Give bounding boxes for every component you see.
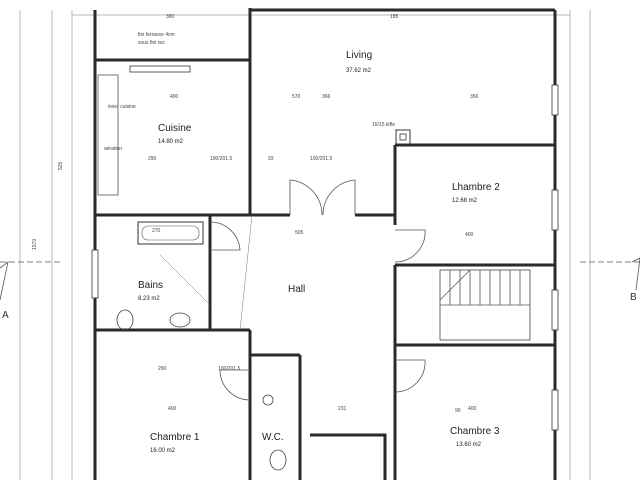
dim-400-ch1: 400 [168, 406, 177, 412]
door-chambre3 [394, 359, 426, 393]
dim-525: 525 [58, 161, 64, 170]
living-area: 37.62 m2 [346, 68, 372, 74]
hall-name: Hall [288, 284, 305, 295]
dim-400-cuisine: 400 [170, 94, 179, 100]
dim-505: 505 [295, 230, 304, 236]
section-arrow-left [0, 261, 9, 301]
dim-356: 356 [470, 94, 479, 100]
dim-1570: 1570 [32, 239, 38, 250]
window-cuisine [129, 65, 191, 73]
staircase [439, 269, 531, 341]
bains-sink [169, 312, 191, 328]
note-chauffe: 15/15 kiffe [372, 122, 395, 128]
bains-toilet [116, 309, 134, 331]
dim-400-ch2: 400 [465, 232, 474, 238]
living-name: Living [346, 50, 372, 61]
bains-area: 8.23 m2 [138, 296, 160, 302]
door-chambre2 [394, 229, 426, 263]
bains-name: Bains [138, 280, 163, 291]
kitchen-counter [97, 74, 119, 196]
dim-233: 231 [338, 406, 347, 412]
window-living [551, 84, 559, 116]
note-evier: évier cuisine [108, 104, 136, 110]
dim-400-ch3: 400 [468, 406, 477, 412]
wc-name: W.C. [262, 432, 284, 443]
chimney-inner [399, 133, 407, 141]
door-living-right [322, 179, 356, 216]
section-mark-b: B [630, 292, 637, 303]
window-chambre2 [551, 189, 559, 231]
dim-366: 366 [322, 94, 331, 100]
window-chambre3 [551, 389, 559, 431]
wc-sink [262, 394, 274, 406]
bathtub [137, 221, 204, 245]
dim-390: 390 [166, 14, 175, 20]
window-bains [91, 249, 99, 299]
window-stair [551, 289, 559, 331]
bathtub-inner [141, 225, 200, 241]
construct-line-hall [239, 214, 253, 331]
note-terrace: fini ferrasse 4cm [138, 32, 175, 38]
dim-270: 270 [152, 228, 161, 234]
cuisine-name: Cuisine [158, 123, 192, 134]
dim-290-ch1: 290 [158, 366, 167, 372]
note-aeration: aération [104, 146, 122, 152]
wall-closet [310, 433, 387, 480]
note-terrace2: sous fini rez [138, 40, 165, 46]
chambre2-area: 12.68 m2 [452, 198, 478, 204]
chambre3-name: Chambre 3 [450, 426, 500, 437]
chambre3-area: 13.60 m2 [456, 442, 482, 448]
chimney [395, 129, 411, 145]
dim-570: 570 [292, 94, 301, 100]
dim-100-living: 100/201.5 [310, 156, 332, 162]
door-chambre1 [219, 369, 251, 401]
cuisine-area: 14.80 m2 [158, 139, 184, 145]
door-bains [209, 221, 241, 251]
door-living-left [289, 179, 323, 216]
chambre1-area: 16.00 m2 [150, 448, 176, 454]
dim-185: 185 [390, 14, 399, 20]
dim-290-cuisine: 290 [148, 156, 157, 162]
dim-100-kitchen: 100/201.5 [210, 156, 232, 162]
section-mark-a: A [2, 310, 9, 321]
dim-90: 90 [455, 408, 461, 414]
chambre1-name: Chambre 1 [150, 432, 200, 443]
section-arrow-right [631, 257, 640, 291]
dim-100-ch1: 100/201.5 [218, 366, 240, 372]
construct-line-bains [159, 254, 211, 306]
wc-toilet [269, 449, 287, 471]
dim-93: 93 [268, 156, 274, 162]
chambre2-name: Lhambre 2 [452, 182, 500, 193]
